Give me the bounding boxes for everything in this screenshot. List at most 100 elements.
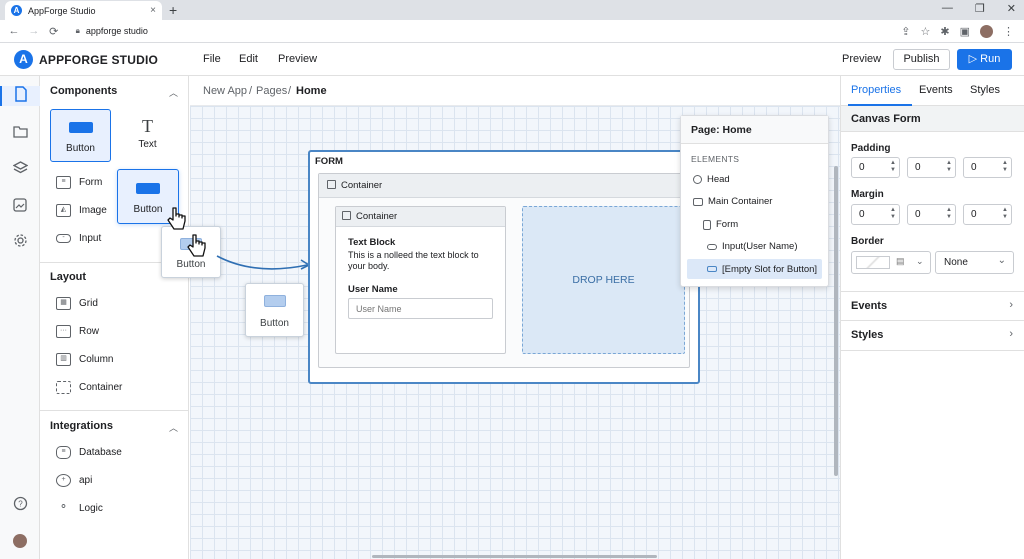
chevron-up-icon[interactable]: ︿ (168, 88, 178, 98)
text-block-body[interactable]: This is a nolleed the text block to your… (348, 250, 479, 271)
inner-container[interactable]: Container Text Block This is a nolleed t… (335, 206, 506, 354)
profile-avatar[interactable] (980, 24, 993, 38)
url-field[interactable]: 🔒︎ appforge studio (70, 23, 902, 40)
publish-button[interactable]: Publish (893, 49, 950, 70)
tab-styles[interactable]: Styles (970, 84, 1000, 96)
share-icon[interactable]: ⇪ (901, 25, 911, 38)
user-avatar[interactable] (10, 531, 30, 551)
canvas-scrollbar-vertical[interactable] (834, 166, 838, 476)
component-item-image[interactable]: ◭ Image (56, 204, 107, 217)
stepper-icon[interactable]: ▲▼ (890, 160, 896, 173)
canvas-button-element[interactable]: Button (245, 283, 304, 337)
row-icon: ··· (56, 325, 71, 338)
layout-item-container[interactable]: Container (56, 381, 122, 394)
integration-item-logic[interactable]: ⚬ Logic (56, 502, 103, 515)
container-checkbox-icon[interactable] (342, 211, 351, 220)
more-menu-icon[interactable]: ⋮ (1003, 25, 1014, 38)
back-icon[interactable]: ← (8, 25, 20, 37)
layout-item-row[interactable]: ··· Row (56, 325, 99, 338)
stepper-icon[interactable]: ▲▼ (890, 207, 896, 220)
padding-middle-input[interactable]: 0▲▼ (907, 157, 956, 178)
layout-item-label: Column (79, 354, 114, 365)
canvas-scrollbar-horizontal[interactable] (372, 555, 657, 558)
margin-middle-input[interactable]: 0 ▲▼ (907, 204, 956, 225)
image-settings-icon[interactable] (10, 197, 30, 217)
side-panel-icon[interactable]: ▣ (959, 25, 970, 38)
layout-item-grid[interactable]: ▦ Grid (56, 297, 98, 310)
tree-item-input[interactable]: Input(User Name) (707, 241, 798, 252)
stepper-icon[interactable]: ▲▼ (946, 207, 952, 220)
container-checkbox-icon[interactable] (327, 180, 336, 189)
breadcrumb-pages[interactable]: Pages (256, 85, 288, 97)
menu-edit[interactable]: Edit (239, 53, 258, 65)
text-icon: T (142, 116, 153, 136)
input-icon (707, 243, 717, 250)
form-element[interactable]: FORM Container Container Text Block This… (308, 150, 700, 384)
star-icon[interactable]: ☆ (920, 25, 931, 38)
outer-container[interactable]: Container Container Text Block This is a… (318, 173, 690, 368)
reload-icon[interactable]: ⟳ (49, 25, 59, 38)
menu-preview[interactable]: Preview (278, 53, 318, 65)
stepper-icon[interactable]: ▲▼ (1002, 207, 1008, 220)
tab-events[interactable]: Events (919, 84, 953, 96)
breadcrumb-new-app[interactable]: New App (203, 85, 248, 97)
close-window-icon[interactable]: ✕ (1006, 3, 1016, 15)
extensions-icon[interactable]: ✱ (940, 25, 950, 38)
drop-zone[interactable]: DROP HERE (522, 206, 685, 354)
spin-value: 0 (915, 209, 921, 220)
tree-item-label: Input(User Name) (722, 241, 798, 252)
margin-right-input[interactable]: 0▲▼ (963, 204, 1012, 225)
stepper-icon[interactable]: ▲▼ (1002, 160, 1008, 173)
chevron-up-icon[interactable]: ︿ (168, 423, 178, 433)
new-tab-button[interactable]: + (169, 2, 178, 18)
component-item-form[interactable]: ≡ Form (56, 176, 102, 189)
layout-heading: Layout (50, 271, 87, 283)
maximize-icon[interactable]: ❐ (974, 3, 985, 15)
spin-value: 0 (859, 162, 865, 173)
events-row[interactable]: Events › (841, 291, 1024, 321)
appforge-logo-icon: A (14, 50, 33, 69)
styles-row-label: Styles (851, 329, 884, 341)
tree-item-form[interactable]: Form (703, 219, 738, 230)
border-style-select[interactable]: None ⌄ (935, 251, 1014, 274)
run-button[interactable]: ▷ Run (957, 49, 1012, 70)
help-icon[interactable]: ? (10, 496, 30, 516)
form-title: FORM (315, 156, 343, 167)
dragging-button-tile[interactable]: Button (117, 169, 179, 224)
chevron-right-icon: › (1009, 299, 1013, 311)
stepper-icon[interactable]: ▲▼ (946, 160, 952, 173)
margin-top-input[interactable]: 0▲▼ (851, 204, 900, 225)
padding-top-input[interactable]: 0 ▲▼ (851, 157, 900, 178)
preview-button[interactable]: Preview (842, 53, 882, 65)
inner-container-header: Container (336, 207, 505, 227)
menu-file[interactable]: File (203, 53, 221, 65)
layout-item-column[interactable]: ▥ Column (56, 353, 113, 366)
gear-icon[interactable] (10, 233, 30, 253)
close-tab-icon[interactable]: × (150, 5, 156, 16)
folder-icon[interactable] (10, 123, 30, 143)
styles-row[interactable]: Styles › (841, 321, 1024, 351)
user-name-input[interactable] (348, 298, 493, 319)
forward-icon[interactable]: → (28, 25, 40, 37)
pages-icon[interactable] (0, 86, 40, 106)
component-tile-text[interactable]: T Text (117, 109, 178, 162)
tree-item-empty-slot[interactable]: [Empty Slot for Button] (687, 259, 822, 279)
minimize-icon[interactable]: — (941, 2, 953, 14)
component-tile-button[interactable]: Button (50, 109, 111, 162)
component-item-label: Form (79, 177, 103, 188)
tree-item-main-container[interactable]: Main Container (693, 196, 772, 207)
padding-right-input[interactable]: 0▲▼ (963, 157, 1012, 178)
component-item-input[interactable]: - Input (56, 233, 101, 244)
tree-item-head[interactable]: Head (693, 174, 730, 185)
url-text: appforge studio (85, 26, 148, 36)
layers-icon[interactable] (10, 160, 30, 180)
tree-item-label: Head (707, 174, 730, 185)
tab-properties[interactable]: Properties (851, 84, 902, 96)
browser-tab[interactable]: A AppForge Studio × (5, 1, 162, 20)
integration-item-api[interactable]: + api (56, 474, 92, 487)
integration-item-database[interactable]: ≡ Database (56, 446, 122, 459)
globe-icon: + (56, 474, 71, 487)
outer-container-label: Container (341, 180, 383, 191)
border-color-picker[interactable]: ▤ ⌄ (851, 251, 931, 274)
column-icon: ▥ (56, 353, 71, 366)
